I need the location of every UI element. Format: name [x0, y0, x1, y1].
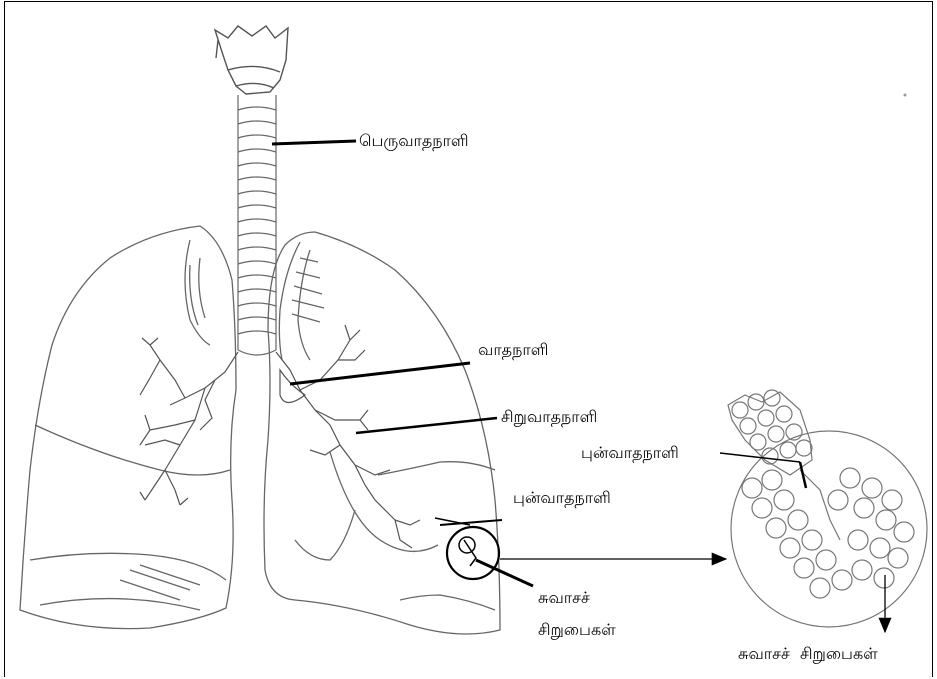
left-lung: [20, 226, 236, 629]
label-terminal-bronchiole: புன்வாதநாளி: [513, 490, 611, 506]
label-zoom-bronchiole: புன்வாதநாளி: [581, 445, 679, 461]
label-bronchiole: சிறுவாதநாளி: [501, 409, 597, 425]
label-alveoli-line1: சுவாசச்: [538, 590, 590, 606]
right-bronchial-tree: [276, 325, 420, 548]
larynx: [215, 26, 288, 94]
left-bronchial-tree: [140, 338, 238, 505]
right-lung: [264, 232, 500, 634]
trachea: [238, 95, 276, 355]
label-bronchus: வாதநாளி: [478, 342, 548, 358]
alveoli-highlight: [447, 527, 499, 579]
label-trachea: பெருவாதநாளி: [359, 133, 469, 149]
magnified-alveoli: [728, 390, 927, 627]
label-zoom-alveoli: சுவாசச் சிறுபைகள்: [738, 646, 878, 662]
label-alveoli-line2: சிறுபைகள்: [538, 622, 616, 638]
speck: [904, 94, 907, 97]
